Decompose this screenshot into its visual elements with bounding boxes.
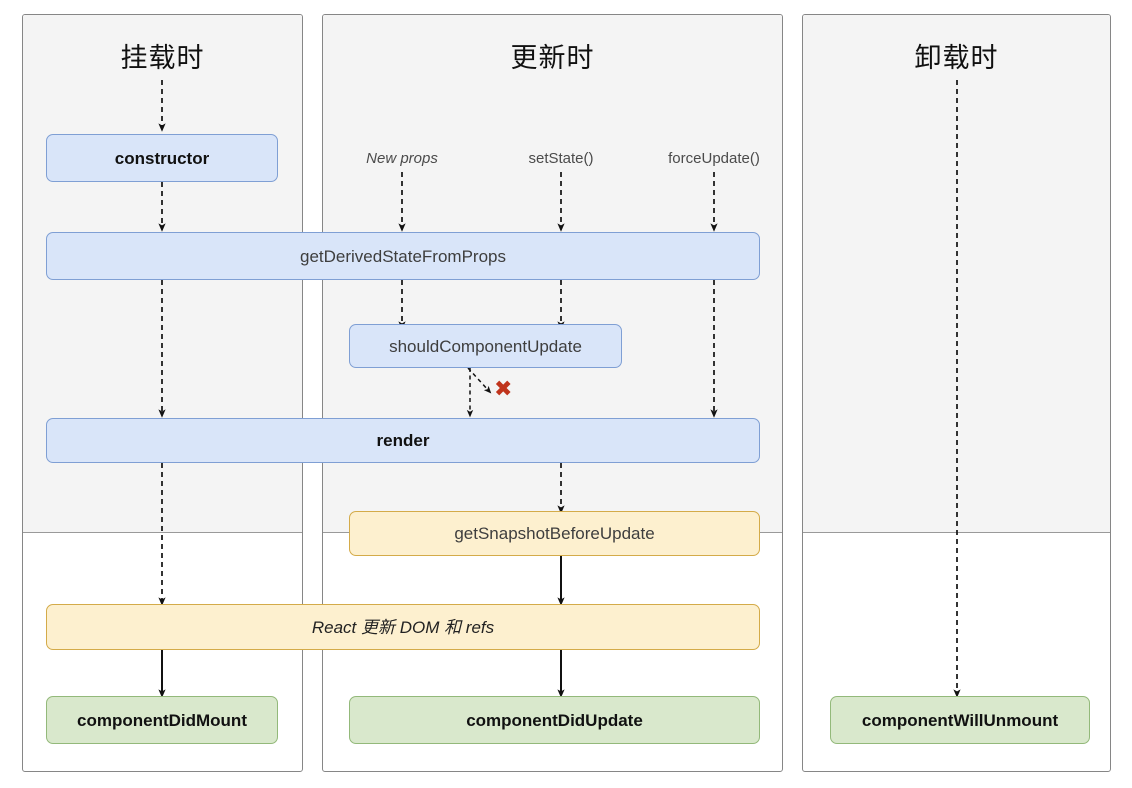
column-unmounting-title: 卸载时 — [914, 43, 999, 74]
trigger-label-new-props: New props — [366, 150, 438, 167]
node-component-will-unmount-label: componentWillUnmount — [861, 710, 1059, 730]
node-constructor[interactable]: constructor — [46, 134, 278, 182]
column-updating — [322, 14, 783, 772]
node-get-snapshot-before-update-label: getSnapshotBeforeUpdate — [454, 524, 655, 543]
node-get-derived-state-from-props[interactable]: getDerivedStateFromProps — [46, 232, 760, 280]
node-get-snapshot-before-update[interactable]: getSnapshotBeforeUpdate — [349, 511, 760, 556]
node-should-component-update[interactable]: shouldComponentUpdate — [349, 324, 622, 368]
node-component-did-update[interactable]: componentDidUpdate — [349, 696, 760, 744]
column-mounting — [22, 14, 303, 772]
column-updating-title: 更新时 — [510, 43, 595, 74]
node-constructor-label: constructor — [114, 148, 210, 168]
node-get-derived-state-from-props-label: getDerivedStateFromProps — [300, 246, 506, 266]
skip-render-x-icon: ✖ — [494, 377, 513, 402]
node-react-updates-dom-label: React 更新 DOM 和 refs — [311, 617, 495, 637]
node-render-label: render — [376, 431, 430, 450]
column-unmounting — [802, 14, 1111, 772]
node-render[interactable]: render — [46, 418, 760, 463]
node-component-will-unmount[interactable]: componentWillUnmount — [830, 696, 1090, 744]
trigger-label-set-state: setState() — [528, 150, 594, 167]
node-component-did-mount-label: componentDidMount — [77, 710, 247, 730]
node-should-component-update-label: shouldComponentUpdate — [389, 336, 582, 356]
column-mounting-title: 挂载时 — [120, 43, 205, 74]
node-react-updates-dom[interactable]: React 更新 DOM 和 refs — [46, 604, 760, 650]
column-unmounting-top-band — [803, 15, 1110, 533]
node-component-did-update-label: componentDidUpdate — [466, 710, 643, 730]
node-component-did-mount[interactable]: componentDidMount — [46, 696, 278, 744]
trigger-label-force-update: forceUpdate() — [668, 150, 760, 167]
